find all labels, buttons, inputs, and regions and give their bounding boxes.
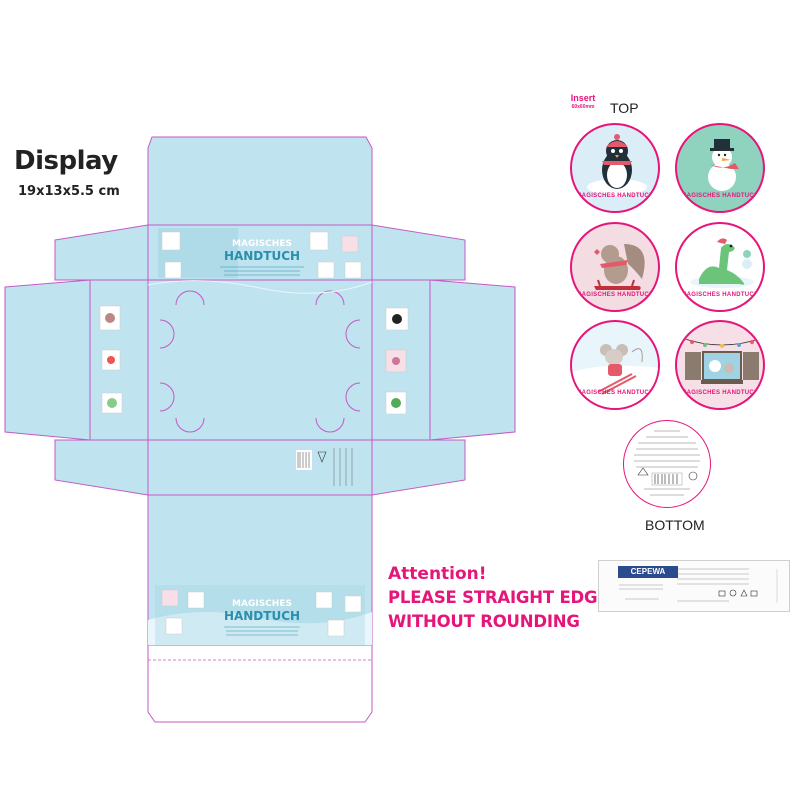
upper-right-flap bbox=[371, 224, 466, 281]
lower-wall-info bbox=[296, 448, 353, 486]
front-brand-line1: MAGISCHES bbox=[232, 599, 292, 609]
snowman-illustration bbox=[708, 139, 739, 191]
left-wall-tiles bbox=[99, 305, 123, 414]
disc-caption: MAGISCHES HANDTUCH bbox=[681, 193, 759, 199]
lower-left-flap bbox=[54, 439, 149, 496]
disc-caption: MAGISCHES HANDTUCH bbox=[576, 193, 654, 199]
attention-line1: Attention! bbox=[388, 564, 487, 584]
front-brand-line2: HANDTUCH bbox=[224, 609, 300, 623]
right-wall-tiles bbox=[385, 307, 409, 415]
dinosaur-illustration bbox=[690, 238, 754, 288]
disc-penguin: MAGISCHES HANDTUCH bbox=[570, 123, 660, 213]
label-strip bbox=[598, 560, 790, 612]
disc-bottom bbox=[623, 420, 711, 508]
penguin-illustration bbox=[587, 134, 647, 195]
disc-dinosaur: MAGISCHES HANDTUCH bbox=[675, 222, 765, 312]
lower-right-flap bbox=[371, 439, 466, 496]
top-label: TOP bbox=[610, 100, 639, 116]
disc-caption: MAGISCHES HANDTUCH bbox=[576, 292, 654, 298]
upper-brand-line2: HANDTUCH bbox=[224, 249, 300, 263]
upper-brand-line1: MAGISCHES bbox=[232, 239, 292, 249]
insert-label-text: Insert bbox=[570, 93, 596, 103]
right-outer-flap bbox=[429, 279, 516, 441]
display-title: Display bbox=[14, 146, 118, 176]
bottom-disc-text bbox=[634, 430, 700, 496]
insert-size: 60x60mm bbox=[571, 104, 595, 110]
disc-caption: MAGISCHES HANDTUCH bbox=[576, 390, 654, 396]
disc-mouse-skiing: MAGISCHES HANDTUCH bbox=[570, 320, 660, 410]
window-bunny-illustration bbox=[681, 337, 763, 384]
base-panel bbox=[147, 279, 373, 441]
display-size: 19x13x5.5 cm bbox=[18, 184, 120, 199]
disc-caption: MAGISCHES HANDTUCH bbox=[681, 292, 759, 298]
lower-wall-panel bbox=[147, 439, 373, 496]
bottom-label: BOTTOM bbox=[645, 517, 705, 533]
front-brand-panel: MAGISCHES HANDTUCH bbox=[155, 585, 365, 645]
label-brand-logo: CEPEWA bbox=[618, 566, 678, 578]
attention-note: Attention! PLEASE STRAIGHT EDGE WITHOUT … bbox=[388, 562, 609, 634]
top-tuck-flap bbox=[147, 136, 373, 226]
disc-snowman: MAGISCHES HANDTUCH bbox=[675, 123, 765, 213]
attention-line3: WITHOUT ROUNDING bbox=[388, 612, 580, 631]
mouse-skiing-illustration bbox=[572, 344, 658, 408]
attention-line2: PLEASE STRAIGHT EDGE bbox=[388, 588, 609, 607]
disc-caption: MAGISCHES HANDTUCH bbox=[681, 390, 759, 396]
label-strip-text bbox=[619, 568, 778, 603]
upper-brand-panel: MAGISCHES HANDTUCH bbox=[158, 228, 362, 279]
upper-left-flap bbox=[54, 224, 149, 281]
left-outer-flap bbox=[4, 279, 91, 441]
upper-motif-tiles bbox=[161, 231, 362, 279]
snow-band bbox=[148, 611, 372, 645]
disc-squirrel: MAGISCHES HANDTUCH bbox=[570, 222, 660, 312]
insert-label: Insert 60x60mm bbox=[566, 94, 600, 112]
bottom-tuck-flap bbox=[147, 644, 373, 723]
disc-window-bunny: MAGISCHES HANDTUCH bbox=[675, 320, 765, 410]
squirrel-illustration bbox=[594, 244, 645, 290]
